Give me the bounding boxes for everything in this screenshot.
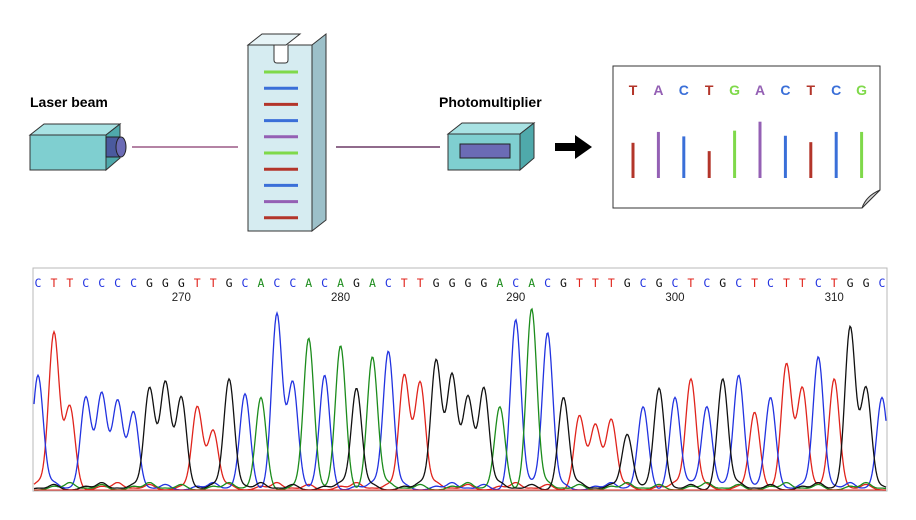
- sequence-base: T: [783, 276, 790, 290]
- sequence-base: T: [417, 276, 424, 290]
- sequence-base: G: [560, 276, 567, 290]
- sequence-base: G: [847, 276, 854, 290]
- chromatogram-positions: 270 280 290 300 310: [172, 292, 844, 304]
- sequence-base: T: [592, 276, 599, 290]
- sequence-base: C: [242, 276, 249, 290]
- gel-column: [246, 32, 327, 233]
- sequence-base: G: [480, 276, 487, 290]
- sequence-base: C: [640, 276, 647, 290]
- readout-bars: [631, 121, 864, 178]
- sequence-base: C: [735, 276, 742, 290]
- sequence-base: G: [719, 276, 726, 290]
- sequence-base: T: [687, 276, 694, 290]
- sequence-base: C: [385, 276, 392, 290]
- sequence-base: T: [66, 276, 73, 290]
- readout-base: G: [729, 82, 740, 98]
- position-label: 280: [331, 292, 350, 304]
- detector-window: [459, 143, 511, 159]
- photomultiplier-device: [446, 121, 536, 172]
- sequence-base: A: [528, 276, 535, 290]
- position-label: 290: [506, 292, 525, 304]
- sequence-base: T: [576, 276, 583, 290]
- laser-box-face: [29, 134, 107, 171]
- position-label: 300: [665, 292, 684, 304]
- sequence-base: T: [751, 276, 758, 290]
- sequence-base: C: [35, 276, 42, 290]
- readout-base: C: [831, 82, 841, 98]
- sequence-base: G: [656, 276, 663, 290]
- sequence-base: C: [82, 276, 89, 290]
- gel-side: [311, 32, 327, 233]
- trace-A: [34, 307, 887, 491]
- sequence-base: G: [433, 276, 440, 290]
- sequence-base: C: [544, 276, 551, 290]
- laser-device: [28, 122, 127, 172]
- chromatogram-traces: [33, 307, 887, 491]
- sequence-base: C: [130, 276, 137, 290]
- sequence-base: G: [449, 276, 456, 290]
- sequence-base: C: [289, 276, 296, 290]
- gel-top-left: [246, 33, 302, 46]
- sequence-base: A: [369, 276, 376, 290]
- readout-base: T: [807, 82, 816, 98]
- sequence-base: C: [512, 276, 519, 290]
- laser-label: Laser beam: [30, 94, 108, 110]
- sequence-base: G: [178, 276, 185, 290]
- gel-bands: [264, 70, 298, 220]
- sequence-base: G: [353, 276, 360, 290]
- sequence-base: G: [863, 276, 870, 290]
- sequence-base: A: [337, 276, 344, 290]
- sequence-base: C: [321, 276, 328, 290]
- sequence-base: G: [624, 276, 631, 290]
- sequence-base: A: [257, 276, 264, 290]
- sequence-base: C: [98, 276, 105, 290]
- sequence-base: G: [464, 276, 471, 290]
- readout-base: C: [780, 82, 790, 98]
- sequence-base: A: [305, 276, 312, 290]
- sequence-base: T: [210, 276, 217, 290]
- sequence-base: C: [114, 276, 121, 290]
- laser-box-top: [28, 123, 122, 136]
- detector-box-top: [446, 122, 536, 135]
- readout-base: G: [856, 82, 867, 98]
- sequence-base: G: [162, 276, 169, 290]
- readout-base: T: [629, 82, 638, 98]
- readout-base: T: [705, 82, 714, 98]
- photomultiplier-label: Photomultiplier: [439, 94, 542, 110]
- readout-base: C: [679, 82, 689, 98]
- chromatogram-frame: [32, 267, 888, 492]
- sequence-base: C: [767, 276, 774, 290]
- sequence-base: T: [831, 276, 838, 290]
- sequence-base: T: [608, 276, 615, 290]
- sequence-base: T: [50, 276, 57, 290]
- readout-curl: [861, 189, 881, 209]
- sequence-base: C: [273, 276, 280, 290]
- sequence-base: T: [401, 276, 408, 290]
- sequence-base: G: [146, 276, 153, 290]
- sequence-base: C: [815, 276, 822, 290]
- position-label: 310: [825, 292, 844, 304]
- sequence-base: C: [672, 276, 679, 290]
- sequence-base: T: [194, 276, 201, 290]
- sequence-base: A: [496, 276, 503, 290]
- sequence-base: C: [879, 276, 886, 290]
- sequence-base: T: [799, 276, 806, 290]
- readout-base: A: [653, 82, 663, 98]
- laser-lens: [115, 136, 127, 158]
- position-label: 270: [172, 292, 191, 304]
- sequence-base: G: [226, 276, 233, 290]
- sequence-base: C: [703, 276, 710, 290]
- trace-G: [33, 324, 887, 491]
- arrow-icon: [555, 135, 592, 159]
- readout-base: A: [755, 82, 765, 98]
